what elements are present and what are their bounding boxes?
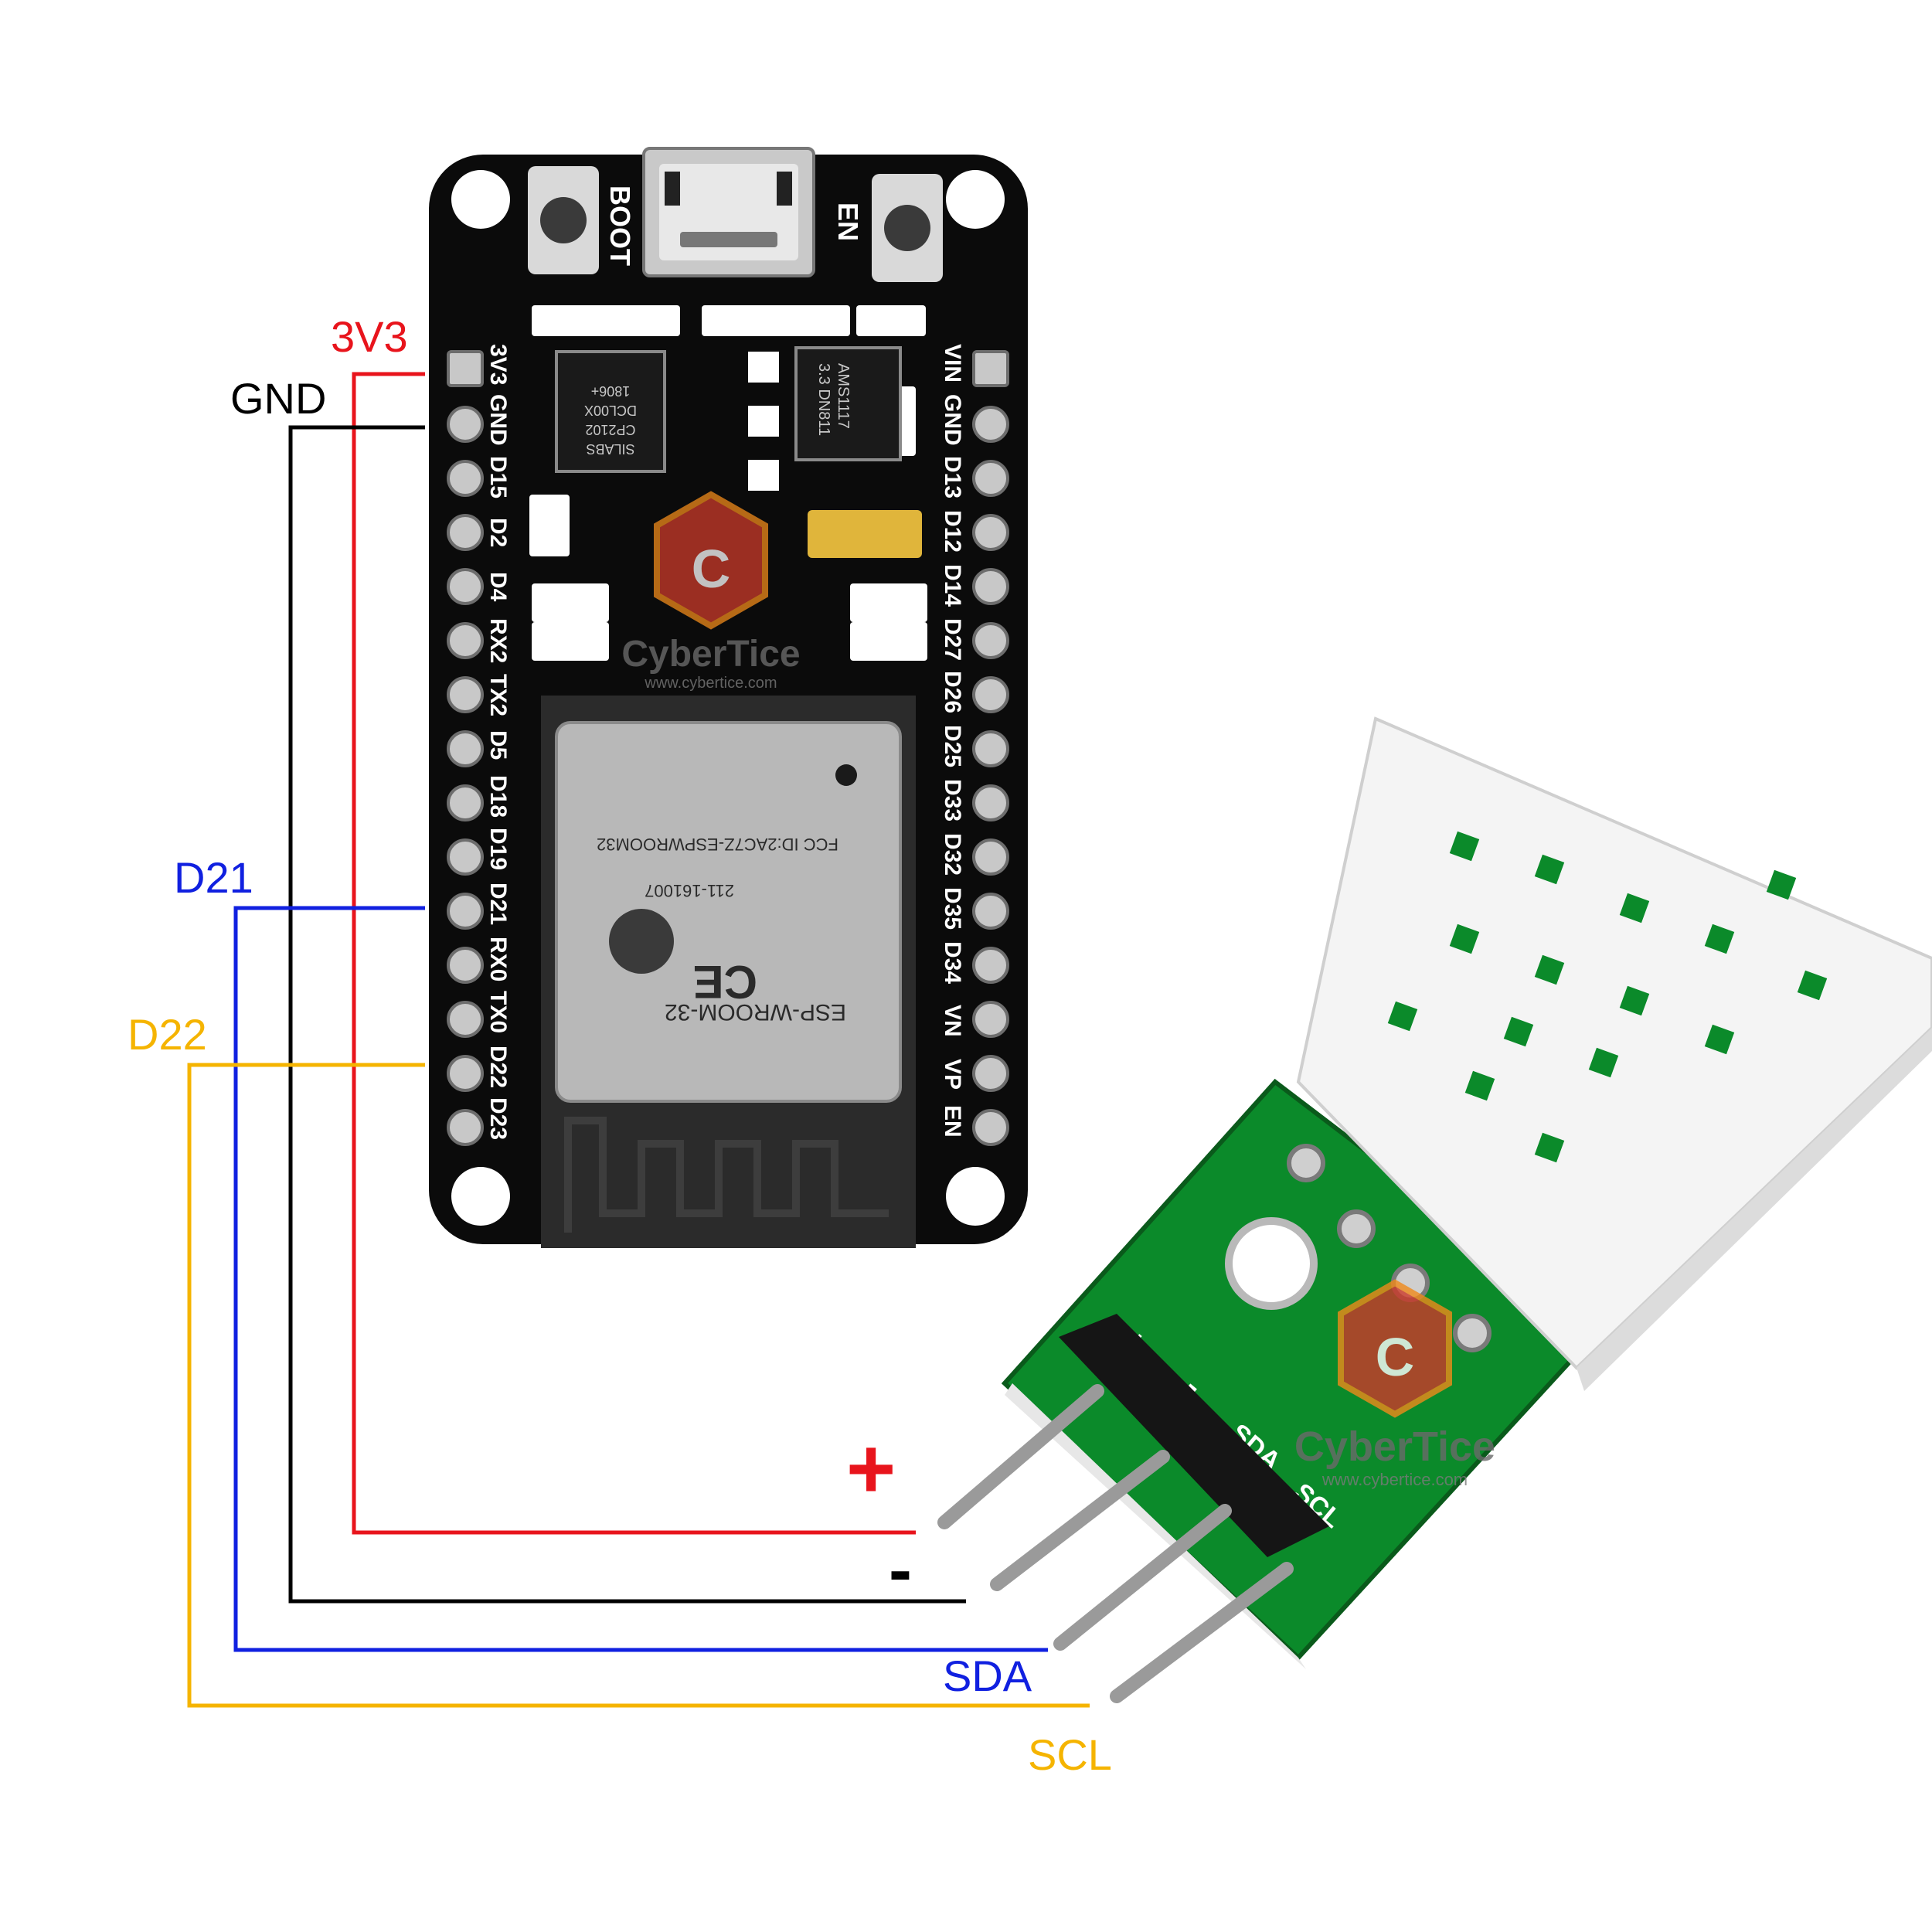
wire-gnd	[288, 425, 966, 1604]
label-d21: D21	[174, 853, 253, 902]
label-plus: +	[846, 1421, 896, 1516]
voltage-regulator: AMS1117 3.3 DN811	[794, 346, 902, 461]
right-pin-labels: VIN GND D13 D12 D14 D27 D26 D25 D33 D32 …	[940, 344, 965, 1138]
pin-label: D5	[485, 730, 511, 760]
pin-label: 3V3	[485, 344, 511, 385]
label-sda: SDA	[943, 1651, 1032, 1700]
svg-text:C: C	[1376, 1327, 1415, 1387]
pin-label: D33	[940, 779, 965, 821]
pin-label: D2	[485, 518, 511, 547]
label-minus: -	[889, 1532, 912, 1609]
pin-label: EN	[940, 1105, 965, 1138]
svg-text:SILABS: SILABS	[586, 441, 634, 457]
svg-text:CE: CE	[693, 956, 757, 1008]
pin-label: TX0	[485, 991, 511, 1033]
pin-label: D15	[485, 456, 511, 498]
pin-label: D12	[940, 510, 965, 553]
wire-3v3	[352, 372, 916, 1535]
sensor-vent-holes	[1387, 831, 1828, 1163]
en-label: EN	[832, 202, 864, 241]
sensor-module: + - SDA SCL	[937, 716, 1932, 1703]
label-d22: D22	[128, 1010, 207, 1059]
right-pin-header	[972, 350, 1009, 1146]
pin-label: D34	[940, 941, 965, 984]
espressif-logo-icon	[609, 909, 674, 974]
micro-usb-port	[642, 147, 815, 277]
pin-label: D14	[940, 564, 965, 607]
pin-label: D21	[485, 883, 511, 925]
svg-text:C: C	[692, 539, 731, 599]
watermark-sensor: C CyberTice www.cybertice.com	[1294, 1279, 1495, 1489]
svg-text:ESP-WROOM-32: ESP-WROOM-32	[665, 999, 846, 1025]
pin-label: D4	[485, 572, 511, 602]
pin-label: VP	[940, 1059, 965, 1090]
pin-header	[1059, 1314, 1329, 1557]
pin-label: VN	[940, 1005, 965, 1037]
left-pin-labels: 3V3 GND D15 D2 D4 RX2 TX2 D5 D18 D19 D21…	[485, 344, 511, 1140]
pin-label: D32	[940, 833, 965, 876]
usb-uart-chip: SILABS CP2102 DCL00X 1806+	[555, 350, 666, 473]
wire-d22	[187, 1063, 1090, 1708]
pin-label: VIN	[940, 344, 965, 383]
mounting-hole	[1225, 1217, 1318, 1310]
left-pin-header	[447, 350, 484, 1146]
sensor-pad	[1453, 1314, 1492, 1352]
svg-text:CP2102: CP2102	[585, 422, 635, 437]
label-3v3: 3V3	[331, 312, 408, 361]
label-scl: SCL	[1028, 1730, 1112, 1779]
mounting-hole	[451, 1167, 510, 1226]
en-button[interactable]	[872, 174, 943, 282]
svg-text:www.cybertice.com: www.cybertice.com	[644, 675, 777, 692]
header-pins	[937, 1384, 1294, 1703]
pin-label: D13	[940, 456, 965, 498]
brand-logo-icon	[654, 491, 768, 630]
sensor-pad	[1337, 1209, 1376, 1248]
mounting-hole	[946, 170, 1005, 229]
mounting-hole	[451, 170, 510, 229]
svg-text:DCL00X: DCL00X	[584, 403, 637, 418]
svg-text:3.3 DN811: 3.3 DN811	[815, 363, 832, 436]
watermark-center: C CyberTice www.cybertice.com	[621, 491, 801, 692]
label-gnd: GND	[230, 374, 326, 423]
pin-label: RX2	[485, 618, 511, 663]
brand-logo-icon	[1338, 1279, 1452, 1418]
mounting-hole	[946, 1167, 1005, 1226]
boot-label: BOOT	[604, 185, 636, 266]
pin-label: TX2	[485, 674, 511, 716]
antenna-trace	[564, 1117, 889, 1233]
pin-label: D19	[485, 828, 511, 870]
sensor-pad	[1287, 1144, 1325, 1182]
svg-text:www.cybertice.com: www.cybertice.com	[1321, 1470, 1468, 1489]
pin-label: D22	[485, 1046, 511, 1088]
boot-button[interactable]	[528, 166, 599, 274]
wire-d21	[233, 906, 1048, 1652]
esp32-board: BOOT EN SILABS	[429, 147, 1028, 1248]
esp-wroom-32-module: ESP-WROOM-32 FCC ID:2AC7Z-ESPWROOM32 211…	[541, 696, 916, 1248]
svg-text:CyberTice: CyberTice	[1294, 1423, 1495, 1470]
pin-label: RX0	[485, 937, 511, 981]
svg-text:1806+: 1806+	[591, 383, 631, 399]
pin-label: D23	[485, 1097, 511, 1140]
pin-label: D26	[940, 671, 965, 713]
smd-components	[529, 305, 927, 661]
svg-text:CyberTice: CyberTice	[621, 634, 800, 675]
pin-label: D25	[940, 725, 965, 767]
pin-label: GND	[485, 394, 511, 446]
svg-text:211-161007: 211-161007	[645, 881, 734, 900]
svg-text:AMS1117: AMS1117	[835, 363, 852, 429]
pin-label: D18	[485, 775, 511, 818]
pin-label: D35	[940, 887, 965, 930]
pin-label: D27	[940, 618, 965, 661]
pin-label: GND	[940, 394, 965, 446]
svg-text:FCC ID:2AC7Z-ESPWROOM32: FCC ID:2AC7Z-ESPWROOM32	[597, 835, 838, 854]
